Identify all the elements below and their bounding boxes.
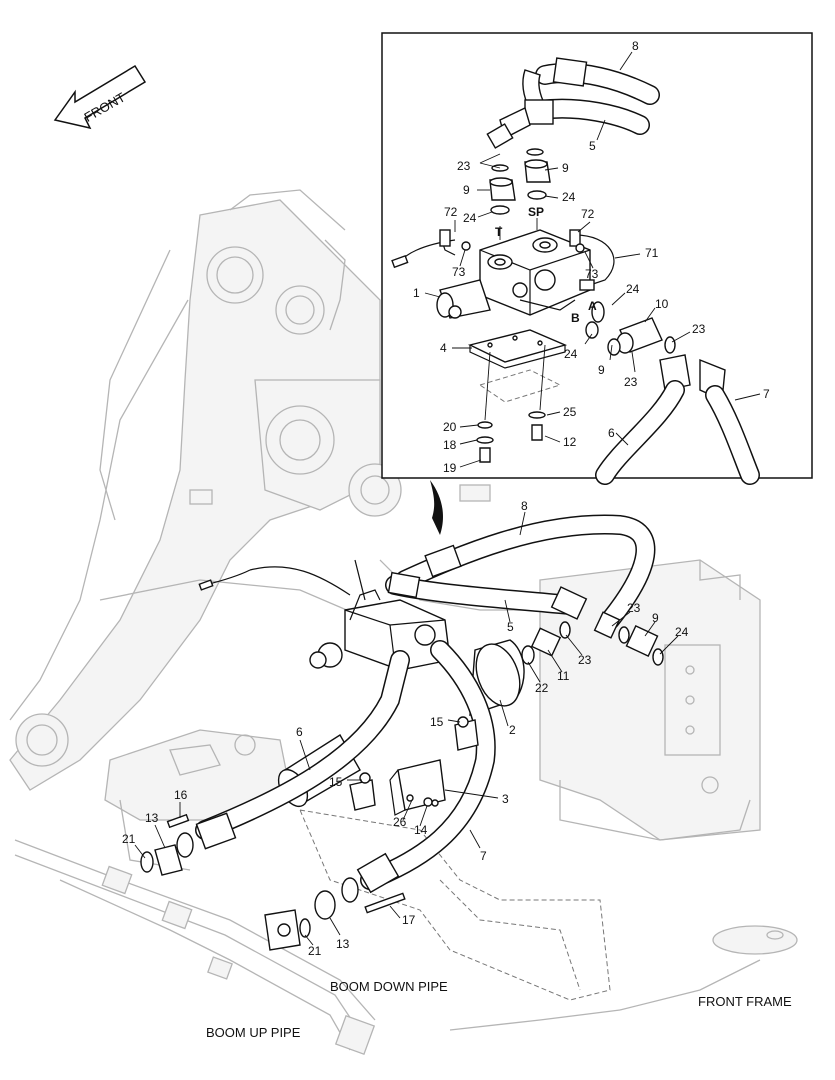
main-part-21b: 21 [308,944,322,958]
front-frame-bracket [664,644,721,756]
inset-part-5: 5 [589,139,596,153]
main-part-22: 22 [535,681,549,695]
inset-part-6: 6 [608,426,615,440]
main-part-13b: 13 [336,937,350,951]
main-valve-block [198,559,451,671]
main-part-6: 6 [296,725,303,739]
main-part-14: 14 [414,823,428,837]
inset-part-18: 18 [443,438,457,452]
inset-labels: T SP A B 8 5 23 9 9 24 24 72 72 73 73 71… [413,39,770,475]
main-part-23b: 23 [578,653,592,667]
inset-part-4: 4 [440,341,447,355]
inset-part-24c: 24 [626,282,640,296]
inset-valve-block [391,229,615,319]
inset-part-73b: 73 [585,267,599,281]
inset-fittings [489,148,551,240]
main-part-5: 5 [507,620,514,634]
inset-part-1: 1 [413,286,420,300]
main-leaders [134,511,679,946]
accumulator-2 [469,639,525,716]
inset-part-23c: 23 [624,375,638,389]
main-part-2: 2 [509,723,516,737]
inset-part-10: 10 [655,297,669,311]
captions: BOOM DOWN PIPE BOOM UP PIPE FRONT FRAME [206,979,792,1040]
inset-part-73a: 73 [452,265,466,279]
inset-part-71: 71 [645,246,659,260]
inset-part-23b: 23 [692,322,706,336]
inset-bolts [476,411,546,463]
main-part-17: 17 [402,913,416,927]
inset-part-9b: 9 [463,183,470,197]
inset-hose-6-7 [585,301,760,485]
main-part-23a: 23 [627,601,641,615]
hose-6 [195,650,410,850]
inset-part-20: 20 [443,420,457,434]
main-part-8: 8 [521,499,528,513]
clamps [349,716,479,811]
hose-8 [395,514,656,630]
port-sp-label: SP [528,205,544,219]
main-part-26: 26 [393,815,407,829]
detail-inset [381,32,813,485]
main-part-24: 24 [675,625,689,639]
front-direction-arrow: FRONT [53,64,147,130]
boom-frame-ghost [9,189,631,791]
flange-lower [264,877,406,951]
inset-part-72a: 72 [444,205,458,219]
lower-arm-ghost [104,729,291,871]
hose-5 [385,571,588,620]
main-part-15b: 15 [329,775,343,789]
inset-part-9a: 9 [562,161,569,175]
main-part-21a: 21 [122,832,136,846]
inset-part-19: 19 [443,461,457,475]
boom-down-pipe-caption: BOOM DOWN PIPE [330,979,448,994]
inset-part-24b: 24 [463,211,477,225]
inset-part-24a: 24 [562,190,576,204]
inset-part-25: 25 [563,405,577,419]
main-labels: 8 5 23 9 24 23 11 22 2 15 6 15 3 16 13 2… [122,499,689,958]
fittings-right [521,611,664,666]
main-part-13a: 13 [145,811,159,825]
inset-part-9c: 9 [598,363,605,377]
port-t-label: T [495,225,503,239]
main-part-15a: 15 [430,715,444,729]
flange-left [140,813,194,876]
inset-part-23a: 23 [457,159,471,173]
main-assembly [134,480,679,951]
main-part-7: 7 [480,849,487,863]
inset-part-24d: 24 [564,347,578,361]
main-part-9: 9 [652,611,659,625]
hose-7 [356,640,496,894]
inset-pointer [430,480,443,535]
inset-leaders [424,51,761,468]
inset-part-8: 8 [632,39,639,53]
inset-plate-4 [467,329,568,421]
boom-pipes-ghost [14,839,376,1056]
main-part-3: 3 [502,792,509,806]
port-a-label: A [588,299,597,313]
front-frame-caption: FRONT FRAME [698,994,792,1009]
port-b-label: B [571,311,580,325]
main-part-11: 11 [557,669,570,683]
bracket-3 [389,759,446,816]
inset-hose-5 [486,98,650,149]
inset-part-12: 12 [563,435,577,449]
main-part-16: 16 [174,788,188,802]
inset-part-7: 7 [763,387,770,401]
inset-part-72b: 72 [581,207,595,221]
boom-up-pipe-caption: BOOM UP PIPE [206,1025,301,1040]
